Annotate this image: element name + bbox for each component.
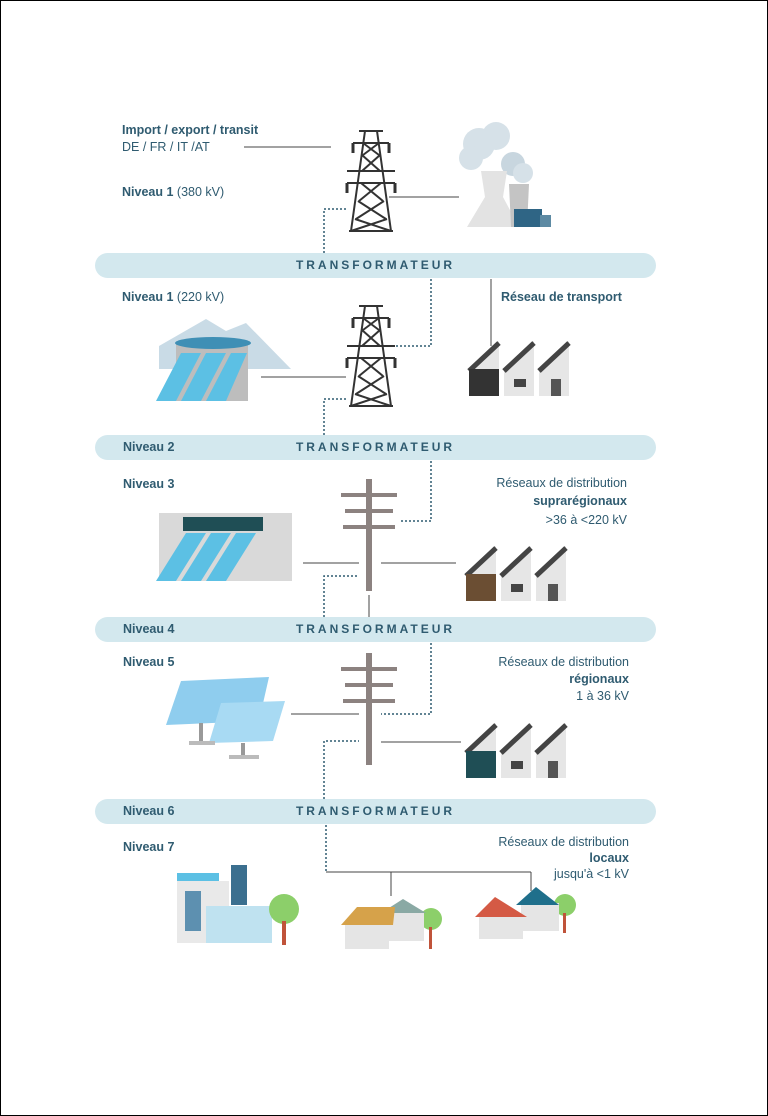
band-level: Niveau 6 — [123, 804, 175, 818]
network-type-label: Réseaux de distribution — [496, 476, 627, 490]
level-7-label: Niveau 7 — [123, 840, 175, 854]
network-type-label: Réseaux de distribution — [498, 655, 629, 669]
level-3-label: Niveau 3 — [123, 477, 175, 491]
band-label: TRANSFORMATEUR — [295, 622, 456, 636]
level-1-380-label: Niveau 1 (380 kV) — [122, 185, 224, 200]
transmission-tower-icon — [345, 304, 397, 408]
transmission-tower-icon — [345, 129, 397, 233]
office-building-icon — [177, 865, 299, 945]
network-scope-label: régionaux — [569, 672, 629, 686]
solar-panels-icon — [166, 677, 285, 759]
network-scope-label: locaux — [589, 851, 629, 865]
connection-lines — [244, 146, 532, 896]
transport-network-label: Réseau de transport — [501, 290, 622, 304]
houses-icon — [341, 899, 442, 949]
houses-icon — [475, 887, 576, 939]
network-voltage-label: 1 à 36 kV — [576, 689, 629, 703]
utility-pole-icon — [341, 479, 397, 591]
nuclear-plant-icon — [459, 122, 551, 227]
utility-pole-icon — [341, 653, 397, 765]
level-name: Niveau 1 — [122, 185, 174, 199]
band-label: TRANSFORMATEUR — [295, 804, 456, 818]
band-label: TRANSFORMATEUR — [295, 258, 456, 272]
network-voltage-label: jusqu'à <1 kV — [553, 867, 629, 881]
level-name: Niveau 1 — [122, 290, 174, 304]
level-1-220-label: Niveau 1 (220 kV) — [122, 290, 224, 305]
network-scope-label: suprarégionaux — [533, 494, 627, 508]
hydro-dam-icon — [156, 319, 291, 401]
transformer-links — [323, 208, 432, 872]
level-voltage: (380 kV) — [176, 185, 225, 199]
countries-label: DE / FR / IT /AT — [122, 140, 210, 154]
factory-icon — [466, 723, 566, 778]
network-voltage-label: >36 à <220 kV — [545, 513, 627, 527]
transformer-band: Niveau 4 TRANSFORMATEUR — [95, 617, 656, 642]
factory-icon — [469, 341, 569, 396]
band-level: Niveau 4 — [123, 622, 175, 636]
band-level: Niveau 2 — [123, 440, 175, 454]
transformer-band: Niveau 6 TRANSFORMATEUR — [95, 799, 656, 824]
transformer-band: TRANSFORMATEUR — [95, 253, 656, 278]
factory-icon — [466, 546, 566, 601]
level-voltage: (220 kV) — [176, 290, 225, 304]
network-type-label: Réseaux de distribution — [498, 835, 629, 849]
transformer-band: Niveau 2 TRANSFORMATEUR — [95, 435, 656, 460]
hydro-building-icon — [156, 513, 292, 581]
import-export-title: Import / export / transit — [122, 123, 259, 137]
level-5-label: Niveau 5 — [123, 655, 175, 669]
band-label: TRANSFORMATEUR — [295, 440, 456, 454]
